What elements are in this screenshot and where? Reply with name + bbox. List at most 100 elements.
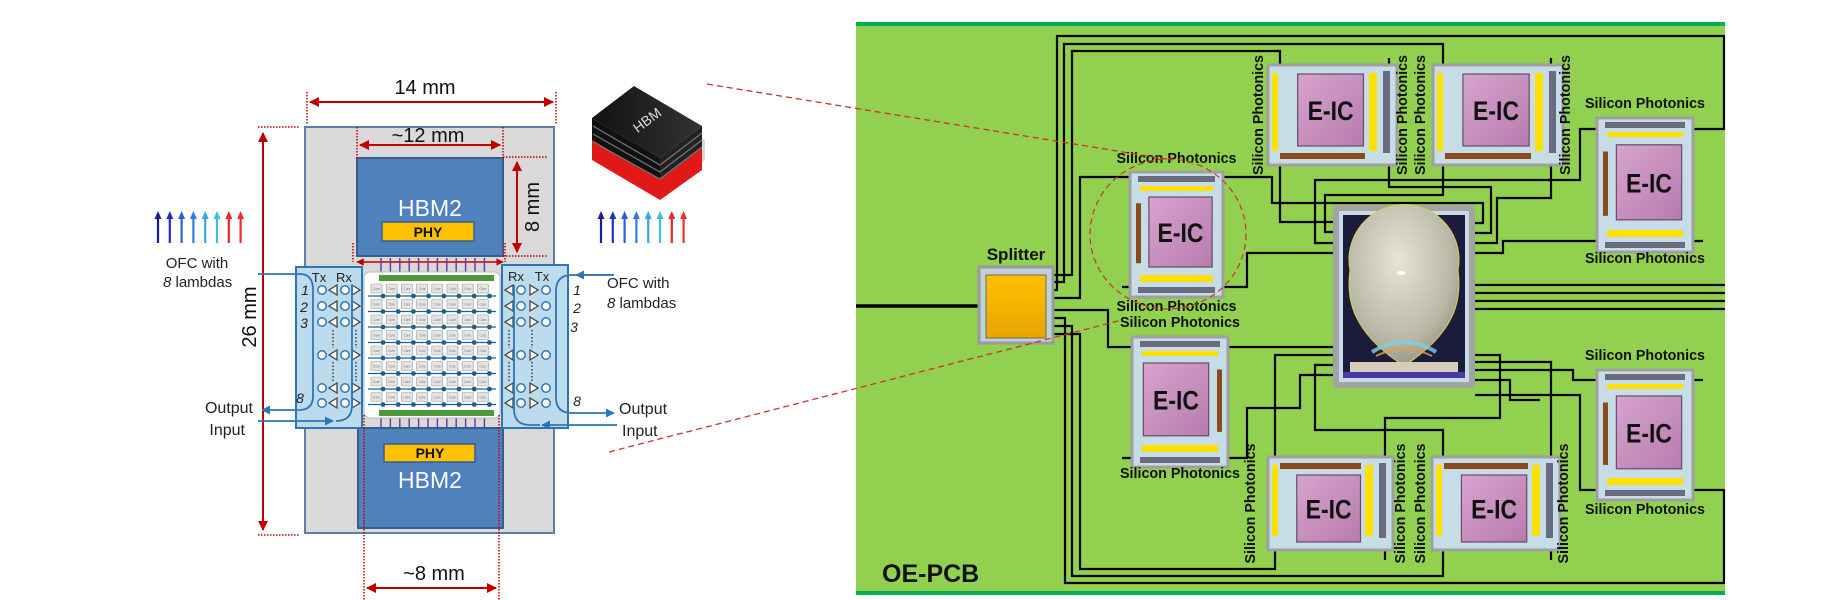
bump-pads [1272,73,1278,151]
core-cell-label: Core [403,365,410,369]
noc-router [395,371,401,376]
bump-pads [1365,465,1373,536]
core-cell [385,392,398,402]
callout-circle [1089,158,1247,310]
bump-pads [1140,275,1213,282]
core-cell-label: Core [388,287,395,291]
core-cell-label: Core [373,365,380,369]
core-cell-label: Core [434,396,441,400]
ring-resonator [340,350,350,360]
noc-router [426,402,431,407]
silicon-photonics-label: Silicon Photonics [1117,150,1237,167]
dimension-inner-width: ~12 mm [356,125,504,160]
noc-router [380,386,386,392]
core-cell-label: Core [449,318,456,322]
noc-router [426,340,431,345]
silicon-photonics-label: Silicon Photonics [1394,55,1411,175]
triangle-icon [529,315,540,329]
core-cell-label: Core [434,334,441,338]
noc-router [411,340,416,345]
noc-router [456,340,462,345]
core-cell-label: Core [419,318,426,322]
noc-router [441,371,447,376]
core-cell-label: Core [479,334,486,338]
optical-wire [1053,175,1485,300]
noc-router [441,293,447,299]
core-cell-label: Core [388,349,395,353]
triangle-icon [327,396,338,410]
eic-die [1462,73,1530,147]
channel-2-left: 2 [299,299,308,315]
ofc-count-left: 8 [163,274,172,291]
arrowhead [632,211,640,219]
splitter-label: Splitter [987,245,1046,264]
silicon-photonics-label: Silicon Photonics [1117,298,1237,315]
core-cell [370,345,383,356]
noc-router [456,355,462,361]
bump-pads [1142,445,1218,452]
core-cell-label: Core [434,365,441,369]
dimension-core-width: ~8 mm [363,415,500,600]
photonic-pads [1138,176,1215,182]
waveguide-output-left [258,273,314,415]
waveguide-output-right [555,274,615,418]
ofc-label-left-line1: OFC with [166,255,229,272]
bump-pads [1607,230,1683,237]
core-cell [385,361,398,371]
core-cell [401,330,413,340]
core-cell [416,330,428,340]
arrowhead [213,211,221,219]
noc-router [395,309,401,314]
core-cell [477,283,489,294]
output-label-left: Output [205,400,254,417]
core-cell-label: Core [434,380,441,384]
noc-router [426,324,431,330]
noc-router [411,355,416,361]
electrical-pads [1280,153,1365,159]
noc-router [487,309,492,314]
ring-resonator [541,350,551,360]
arrowhead [189,211,197,219]
noc-router [487,355,492,361]
channel-1-right: 1 [573,282,581,298]
core-cell [370,314,383,325]
bump-pads [1140,186,1213,191]
core-cell [477,376,489,387]
core-cell-label: Core [449,287,456,291]
core-cell [401,314,413,325]
photonic-pads [1138,287,1215,293]
core-cell [370,361,383,371]
eic-label: E-IC [1473,96,1519,126]
core-cell [401,376,413,387]
core-cell-label: Core [449,365,456,369]
ring-resonator [317,285,327,295]
ring-resonator [541,317,551,327]
phy-bottom [383,443,476,463]
core-cell-label: Core [464,287,471,291]
core-cell-label: Core [419,303,426,307]
core-cell [431,376,444,387]
noc-router [441,340,447,345]
silicon-photonics-label: Silicon Photonics [1120,465,1240,482]
core-cell-label: Core [388,396,395,400]
eic-module: E-IC [1595,116,1695,254]
core-cell [477,330,489,340]
photonic-pads [1605,490,1685,496]
core-cell [416,376,428,387]
noc-router [487,402,492,407]
core-cell [401,361,413,371]
noc-router [456,309,462,314]
noc-router [441,309,447,314]
phy-top-label: PHY [414,224,443,240]
dimension-core-width-label: ~8 mm [403,563,465,585]
eic-die [1615,395,1683,470]
core-cell-label: Core [434,318,441,322]
noc-router [411,309,416,314]
noc-router [471,355,477,361]
core-cell [385,376,398,387]
noc-router [411,324,416,330]
core-cell-label: Core [434,303,441,307]
noc-router [487,340,492,345]
silicon-photonics-label: Silicon Photonics [1242,444,1259,564]
